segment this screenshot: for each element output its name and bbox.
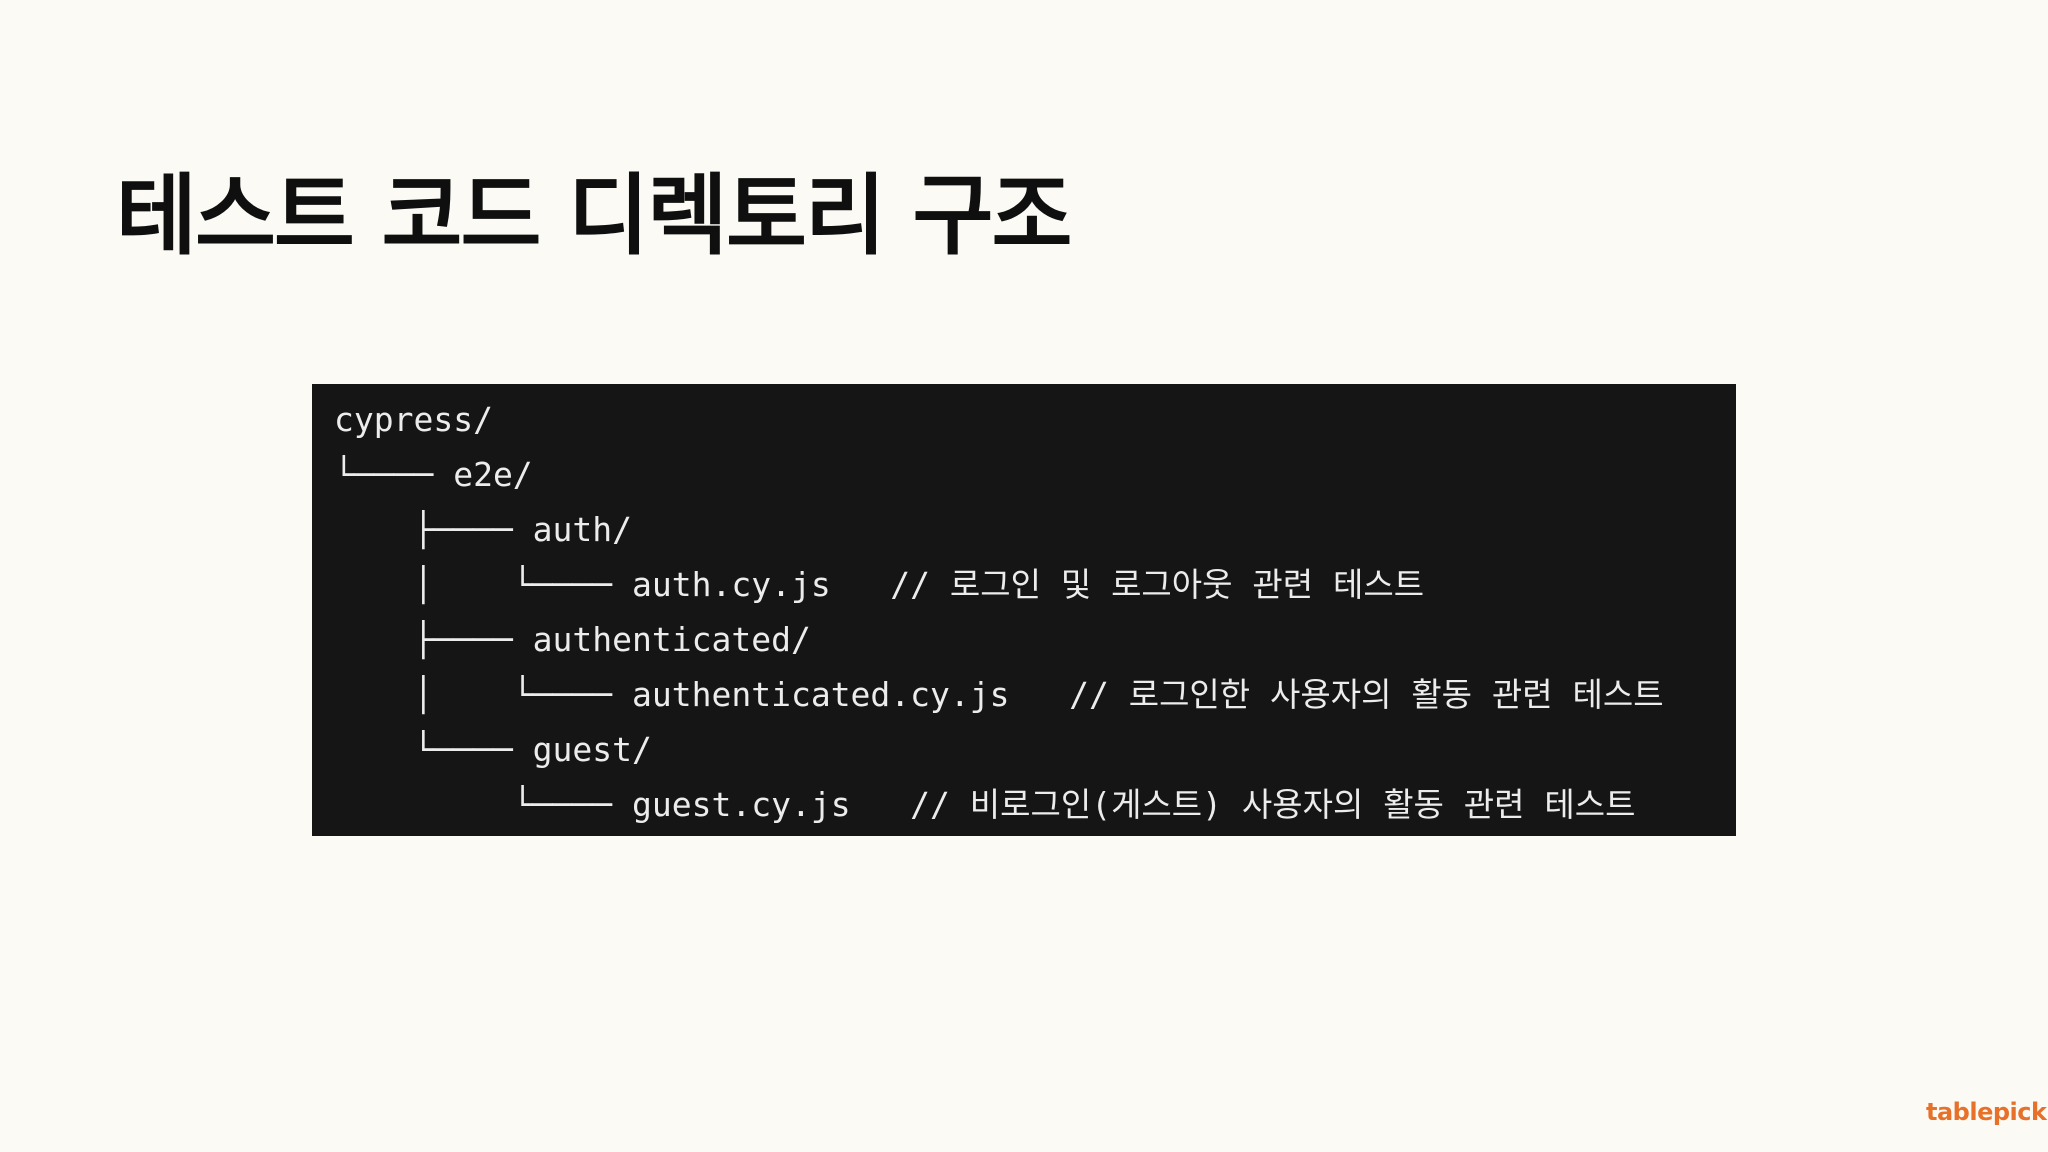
slide-title: 테스트 코드 디렉토리 구조 [116, 163, 1072, 267]
tree-line-e2e: └──── e2e/ [334, 455, 533, 494]
tablepick-logo: tablepick [1926, 1098, 2047, 1126]
tree-line-cypress: cypress/ [334, 400, 493, 439]
tree-line-authenticated-folder: ├──── authenticated/ [334, 620, 811, 659]
tree-line-auth-file: │ └──── auth.cy.js // 로그인 및 로그아웃 관련 테스트 [334, 565, 1425, 604]
tree-line-authenticated-file: │ └──── authenticated.cy.js // 로그인한 사용자의… [334, 675, 1664, 714]
directory-tree-code-block: cypress/ └──── e2e/ ├──── auth/ │ └──── … [312, 384, 1736, 836]
tree-line-guest-file: └──── guest.cy.js // 비로그인(게스트) 사용자의 활동 관… [334, 785, 1636, 824]
tree-line-auth-folder: ├──── auth/ [334, 510, 633, 549]
tree-line-guest-folder: └──── guest/ [334, 730, 652, 769]
